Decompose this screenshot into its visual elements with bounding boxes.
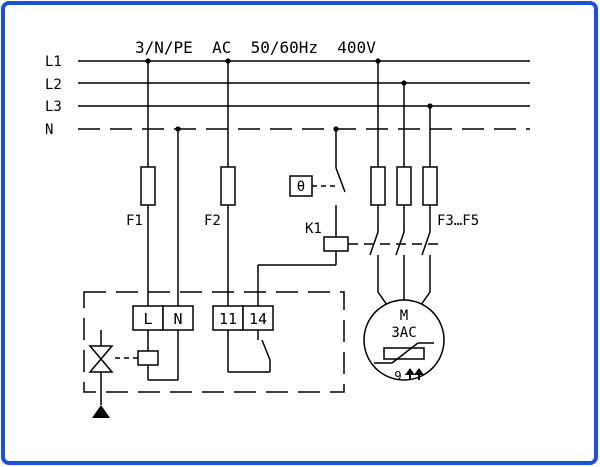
- fuse-f1: [140, 166, 156, 206]
- k1-contact-3: [421, 231, 431, 256]
- motor-label-sub: 9: [394, 369, 401, 383]
- terminal-14: [242, 305, 274, 331]
- fuse-f5: [422, 166, 438, 206]
- terminal-label-l: L: [143, 310, 152, 328]
- thermostat-box: [289, 175, 313, 197]
- fuse-f3: [370, 166, 386, 206]
- line-label-l1: L1: [45, 54, 62, 70]
- fuse-f4: [396, 166, 412, 206]
- motor-m3ac: [363, 299, 445, 381]
- valve-icon: [88, 345, 114, 373]
- thermostat-contact: [335, 167, 346, 193]
- line-label-l3: L3: [45, 99, 62, 115]
- line-label-n: N: [45, 122, 53, 138]
- terminal-label-n: N: [173, 310, 182, 328]
- contactor-label-k1: K1: [305, 221, 322, 237]
- heater-element: [137, 350, 159, 366]
- fuse-label-f2: F2: [204, 213, 221, 229]
- motor-label-3ac: 3AC: [391, 325, 416, 341]
- motor-label-m: M: [400, 308, 408, 324]
- fuse-f2: [220, 166, 236, 206]
- terminal-label-11: 11: [219, 310, 237, 328]
- supply-label: 3/N/PE AC 50/60Hz 400V: [135, 38, 376, 57]
- terminal-label-14: 14: [249, 310, 267, 328]
- ground-triangle-icon: [92, 405, 110, 418]
- fuse-label-f1: F1: [126, 213, 143, 229]
- contactor-coil-k1: [323, 236, 349, 252]
- appliance-box: [83, 291, 345, 393]
- thermostat-symbol: θ: [297, 179, 305, 195]
- line-label-l2: L2: [45, 77, 62, 93]
- fuse-label-f3-f5: F3…F5: [437, 213, 479, 229]
- terminal-n: [162, 305, 194, 331]
- double-arrow-icon: [405, 368, 424, 380]
- contact-11-14: [261, 339, 271, 361]
